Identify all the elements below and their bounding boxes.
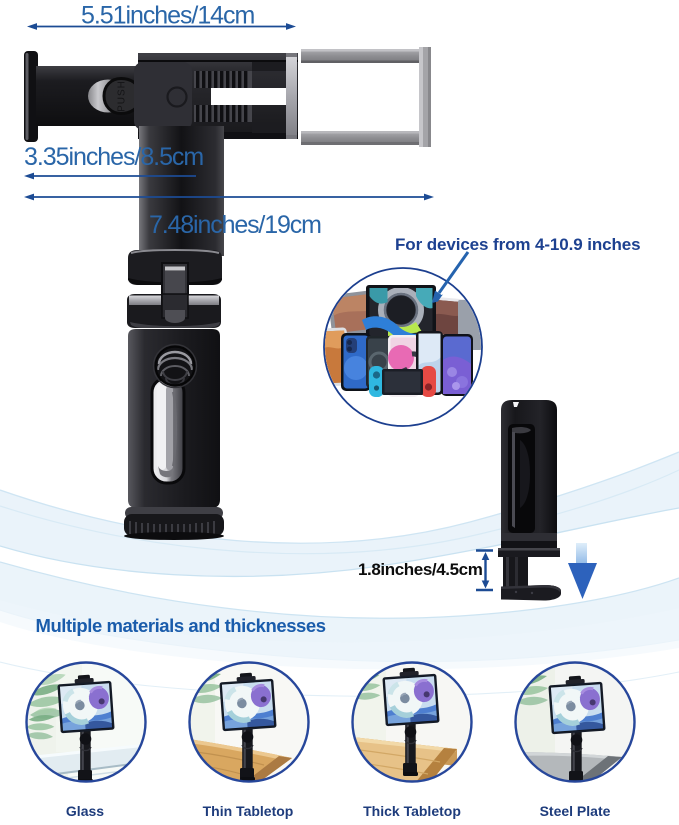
svg-text:Multiple materials and thickne: Multiple materials and thicknesses xyxy=(36,615,326,636)
svg-text:Thick Tabletop: Thick Tabletop xyxy=(363,803,461,819)
svg-text:For devices from 4-10.9 inches: For devices from 4-10.9 inches xyxy=(395,235,641,254)
svg-text:3.35inches/8.5cm: 3.35inches/8.5cm xyxy=(24,143,203,171)
svg-text:1.8inches/4.5cm: 1.8inches/4.5cm xyxy=(358,560,483,579)
svg-text:Steel Plate: Steel Plate xyxy=(540,803,611,819)
svg-text:7.48inches/19cm: 7.48inches/19cm xyxy=(149,211,321,239)
svg-text:PUSH: PUSH xyxy=(117,80,128,112)
svg-text:Thin Tabletop: Thin Tabletop xyxy=(203,803,294,819)
svg-text:5.51inches/14cm: 5.51inches/14cm xyxy=(81,2,254,30)
svg-text:Glass: Glass xyxy=(66,803,104,819)
